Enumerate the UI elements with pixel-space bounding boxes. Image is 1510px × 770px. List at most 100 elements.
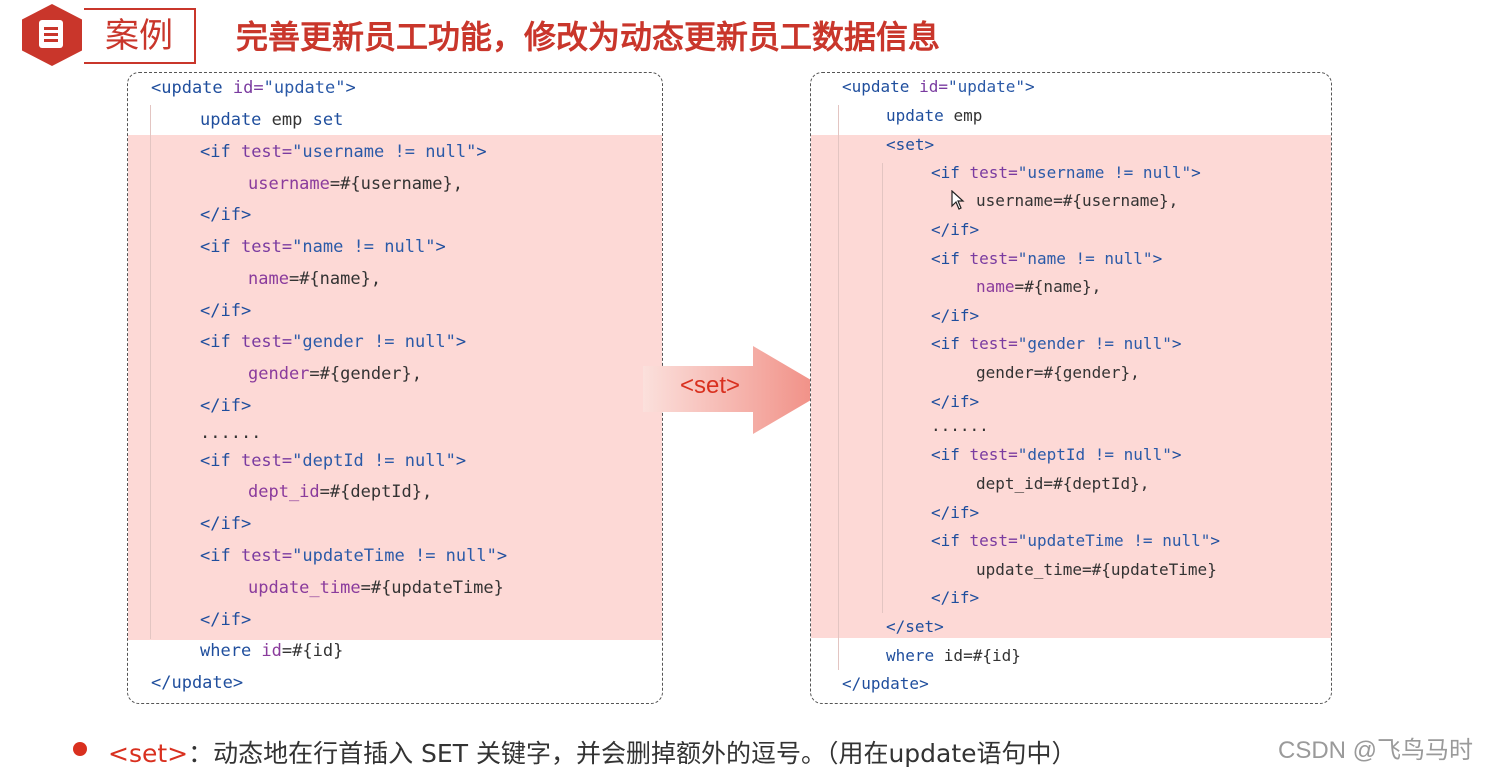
code-token: emp bbox=[271, 110, 313, 130]
code-token: update_time=#{updateTime} bbox=[976, 560, 1217, 579]
code-line: update emp set bbox=[200, 110, 343, 130]
code-line: where id=#{id} bbox=[886, 646, 1021, 665]
indent-guide bbox=[838, 105, 839, 670]
code-token: <if bbox=[931, 249, 970, 268]
code-line: <update id="update"> bbox=[151, 78, 356, 98]
code-token: > bbox=[1210, 531, 1220, 550]
code-token: where bbox=[886, 646, 944, 665]
code-token: "name != null" bbox=[292, 237, 436, 257]
code-token: update_time bbox=[248, 578, 361, 598]
code-token: =#{username}, bbox=[329, 174, 463, 194]
code-line: username=#{username}, bbox=[976, 191, 1178, 210]
code-token: </if> bbox=[200, 514, 252, 534]
code-token: <if bbox=[200, 237, 241, 257]
code-token: <if bbox=[931, 163, 970, 182]
code-token: "name != null" bbox=[1017, 249, 1153, 268]
code-token: =#{name}, bbox=[288, 269, 382, 289]
code-token: </if> bbox=[931, 220, 980, 239]
section-tag: 案例 bbox=[84, 8, 196, 64]
mouse-pointer-icon bbox=[951, 190, 965, 210]
code-token: test= bbox=[969, 334, 1018, 353]
code-line: </if> bbox=[931, 503, 979, 522]
code-line: where id=#{id} bbox=[200, 641, 343, 661]
code-token: <if bbox=[200, 546, 241, 566]
code-line: </if> bbox=[200, 301, 251, 321]
document-icon bbox=[39, 20, 63, 48]
code-token: "deptId != null" bbox=[1017, 445, 1172, 464]
code-token: </if> bbox=[931, 503, 980, 522]
code-panel-after: <update id="update">update emp<set><if t… bbox=[810, 72, 1332, 704]
code-token: > bbox=[435, 237, 446, 257]
code-token: emp bbox=[953, 106, 983, 125]
code-token: <update bbox=[842, 77, 920, 96]
code-line: <if test="deptId != null"> bbox=[931, 445, 1181, 464]
code-token: "deptId != null" bbox=[292, 451, 456, 471]
note-keyword: <set> bbox=[108, 739, 189, 768]
code-token: > bbox=[1171, 334, 1182, 353]
code-token: </if> bbox=[931, 392, 980, 411]
code-token: =#{id} bbox=[281, 641, 344, 661]
code-token: id= bbox=[919, 77, 948, 96]
code-token: "update" bbox=[263, 78, 346, 98]
code-token: test= bbox=[240, 546, 293, 566]
code-token: <if bbox=[931, 531, 970, 550]
code-token: </if> bbox=[200, 396, 252, 416]
code-line: name=#{name}, bbox=[248, 269, 381, 289]
code-token: "gender != null" bbox=[292, 332, 456, 352]
code-token: "gender != null" bbox=[1017, 334, 1172, 353]
code-line: update_time=#{updateTime} bbox=[248, 578, 504, 598]
code-token: "username != null" bbox=[1017, 163, 1192, 182]
code-token: dept_id=#{deptId}, bbox=[976, 474, 1150, 493]
page-title: 完善更新员工功能，修改为动态更新员工数据信息 bbox=[236, 18, 941, 56]
code-line: gender=#{gender}, bbox=[976, 363, 1140, 382]
code-token: "update" bbox=[947, 77, 1026, 96]
indent-guide bbox=[150, 105, 151, 639]
transform-arrow-icon bbox=[643, 346, 828, 434]
code-line: <if test="gender != null"> bbox=[931, 334, 1181, 353]
code-token: > bbox=[496, 546, 508, 566]
code-token: </update> bbox=[842, 674, 929, 693]
code-line: </if> bbox=[200, 514, 251, 534]
code-line: <if test="gender != null"> bbox=[200, 332, 466, 352]
code-token: test= bbox=[969, 531, 1018, 550]
code-token: test= bbox=[240, 142, 293, 162]
code-line: dept_id=#{deptId}, bbox=[248, 482, 432, 502]
code-token: > bbox=[455, 332, 467, 352]
indent-guide bbox=[882, 163, 883, 613]
bullet-icon bbox=[73, 742, 87, 756]
code-token: name bbox=[976, 277, 1015, 296]
code-token: set bbox=[312, 110, 344, 130]
code-line: <if test="username != null"> bbox=[200, 142, 487, 162]
code-line: </if> bbox=[200, 205, 251, 225]
code-token: <if bbox=[200, 332, 241, 352]
code-token: </set> bbox=[886, 617, 944, 636]
code-token: username bbox=[248, 174, 330, 194]
code-line: ...... bbox=[931, 416, 989, 435]
code-token: "username != null" bbox=[292, 142, 477, 162]
code-token: id= bbox=[232, 78, 264, 98]
arrow-label: <set> bbox=[680, 372, 741, 399]
code-token: > bbox=[345, 78, 356, 98]
note-text: <set>：动态地在行首插入 SET 关键字，并会删掉额外的逗号。（用在upda… bbox=[108, 734, 1077, 770]
code-token: ...... bbox=[200, 423, 262, 443]
code-line: </update> bbox=[151, 673, 243, 693]
code-token: id bbox=[261, 641, 282, 661]
code-token: username=#{username}, bbox=[976, 191, 1179, 210]
code-token: </if> bbox=[200, 301, 252, 321]
note-description: ：动态地在行首插入 SET 关键字，并会删掉额外的逗号。（用在update语句中… bbox=[188, 739, 1077, 768]
code-token: > bbox=[1191, 163, 1201, 182]
code-token: test= bbox=[240, 332, 293, 352]
code-token: </if> bbox=[200, 205, 252, 225]
code-token: <if bbox=[200, 451, 241, 471]
code-panel-before: <update id="update"> update emp set <if te… bbox=[127, 72, 663, 704]
code-line: <if test="updateTime != null"> bbox=[931, 531, 1220, 550]
code-token: name bbox=[248, 269, 289, 289]
code-line: gender=#{gender}, bbox=[248, 364, 422, 384]
code-token: <if bbox=[931, 334, 970, 353]
code-token: gender bbox=[248, 364, 310, 384]
code-token: > bbox=[1171, 445, 1182, 464]
code-line: <if test="name != null"> bbox=[931, 249, 1162, 268]
code-token: </if> bbox=[931, 588, 980, 607]
watermark: CSDN @飞鸟马时 bbox=[1278, 737, 1474, 764]
code-line: dept_id=#{deptId}, bbox=[976, 474, 1149, 493]
